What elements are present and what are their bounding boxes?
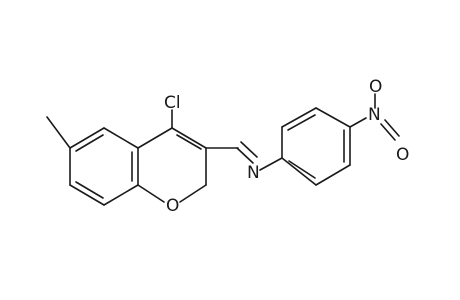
ring-oxygen-label: O <box>166 196 179 216</box>
bond <box>380 123 396 141</box>
bond <box>69 127 105 149</box>
bond <box>137 184 165 203</box>
bond <box>236 147 254 164</box>
bond <box>137 127 173 149</box>
bond-lines <box>46 93 400 206</box>
bond <box>315 107 351 128</box>
bond <box>240 141 258 158</box>
nitro-oxygen-bottom-label: O <box>396 145 409 165</box>
bond <box>103 184 139 206</box>
atom-labels: Cl O N N O O <box>164 77 409 216</box>
bond <box>103 127 139 149</box>
chlorine-label: Cl <box>164 93 181 113</box>
bond <box>171 127 207 149</box>
bond <box>281 107 317 128</box>
bond <box>349 117 367 128</box>
bond <box>69 184 105 206</box>
nitro-oxygen-top-label: O <box>369 77 382 97</box>
bond <box>75 181 104 199</box>
bond <box>259 157 283 171</box>
bond <box>176 134 202 150</box>
bond <box>288 160 316 179</box>
bond <box>315 164 351 186</box>
bond <box>46 116 71 149</box>
bond <box>287 114 316 131</box>
bond <box>179 184 207 203</box>
imine-nitrogen-label: N <box>247 163 260 183</box>
bond <box>75 134 104 152</box>
bond <box>281 157 317 186</box>
bond <box>384 119 400 137</box>
nitro-nitrogen-label: N <box>368 105 381 125</box>
